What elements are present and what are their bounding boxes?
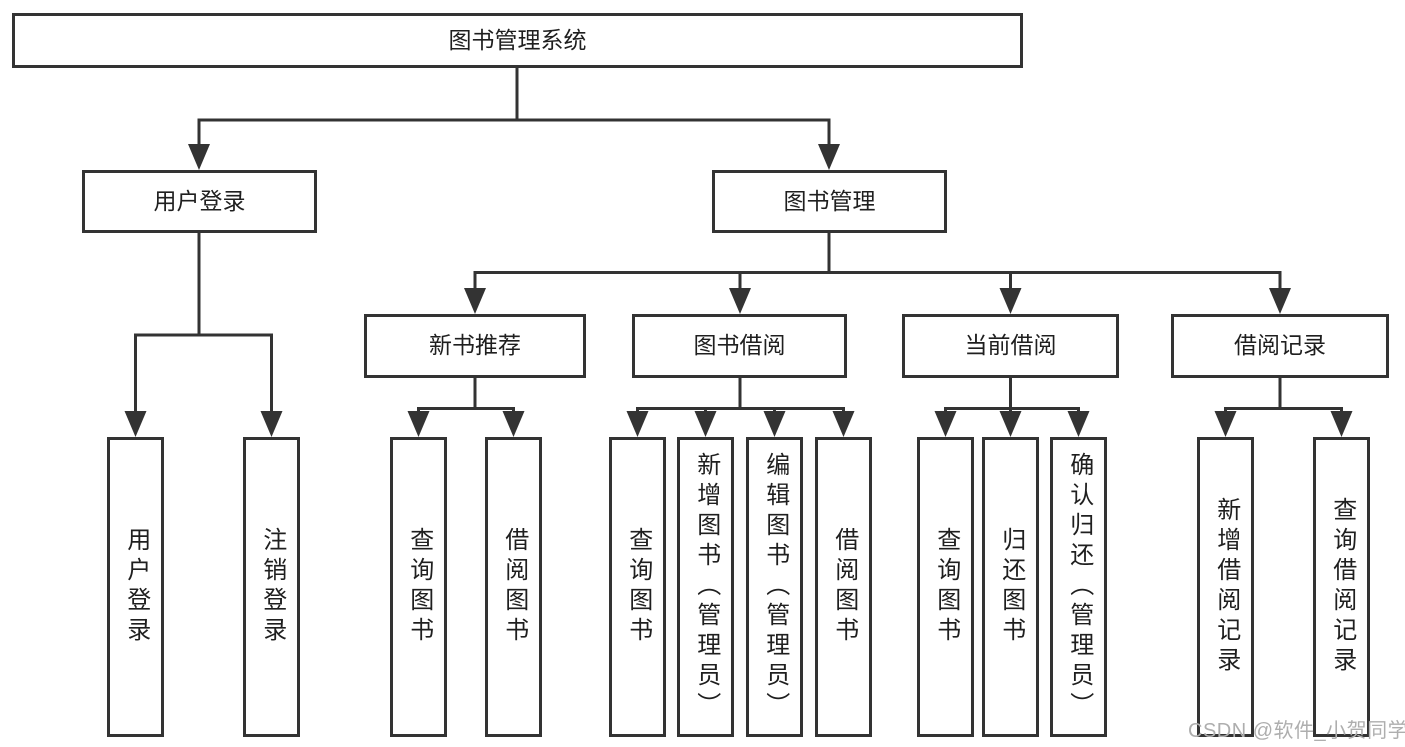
arrowhead — [407, 411, 430, 437]
connector-user-login-leaves — [134, 233, 273, 412]
arrowhead — [464, 288, 486, 314]
arrowhead — [729, 288, 751, 314]
node-borrow-records: 借阅记录 — [1171, 314, 1389, 378]
leaf-user-login: 用户登录 — [107, 437, 164, 737]
arrowhead — [1330, 411, 1353, 437]
arrowhead — [502, 411, 525, 437]
arrowheads-current-borrow-leaves — [934, 411, 1090, 437]
node-user-login: 用户登录 — [82, 170, 317, 233]
arrowhead — [694, 411, 717, 437]
arrowheads-user-login-leaves — [124, 411, 283, 437]
arrowhead — [832, 411, 855, 437]
arrowheads-level2 — [188, 144, 840, 170]
node-book-management: 图书管理 — [712, 170, 947, 233]
leaf-logout: 注销登录 — [243, 437, 300, 737]
leaf-borrow-query-books: 查询图书 — [609, 437, 666, 737]
node-book-borrow: 图书借阅 — [632, 314, 847, 378]
arrowheads-level3 — [464, 288, 1291, 314]
connector-root-to-level2 — [197, 68, 831, 145]
connector-borrow-records-leaves — [1224, 378, 1343, 412]
arrowhead — [999, 411, 1022, 437]
arrowhead — [999, 288, 1022, 314]
csdn-watermark: CSDN @软件_小贺同学 — [1188, 720, 1405, 742]
arrowhead — [763, 411, 786, 437]
node-current-borrow: 当前借阅 — [902, 314, 1119, 378]
connector-book-mgmt-to-level3 — [473, 233, 1282, 289]
arrowhead — [1269, 288, 1291, 314]
arrowhead — [818, 144, 840, 170]
arrowheads-new-book-leaves — [407, 411, 525, 437]
arrowheads-borrow-records-leaves — [1214, 411, 1353, 437]
leaf-borrow-books: 借阅图书 — [815, 437, 872, 737]
leaf-return-books: 归还图书 — [982, 437, 1039, 737]
arrowhead — [1214, 411, 1237, 437]
node-root: 图书管理系统 — [12, 13, 1023, 68]
arrowhead — [626, 411, 649, 437]
leaf-edit-books-admin: 编辑图书（管理员） — [746, 437, 803, 737]
leaf-confirm-return-admin: 确认归还（管理员） — [1050, 437, 1107, 737]
leaf-add-books-admin: 新增图书（管理员） — [677, 437, 734, 737]
arrowheads-book-borrow-leaves — [626, 411, 855, 437]
connector-new-book-leaves — [417, 378, 515, 412]
arrowhead — [124, 411, 147, 437]
connector-current-borrow-leaves — [944, 378, 1080, 412]
leaf-newbook-borrow-books: 借阅图书 — [485, 437, 542, 737]
arrowhead — [188, 144, 210, 170]
leaf-current-query-books: 查询图书 — [917, 437, 974, 737]
node-new-book-recommend: 新书推荐 — [364, 314, 586, 378]
connector-book-borrow-leaves — [636, 378, 845, 412]
leaf-add-borrow-record: 新增借阅记录 — [1197, 437, 1254, 737]
leaf-newbook-query-books: 查询图书 — [390, 437, 447, 737]
arrowhead — [934, 411, 957, 437]
arrowhead — [1067, 411, 1090, 437]
arrowhead — [260, 411, 283, 437]
leaf-query-borrow-record: 查询借阅记录 — [1313, 437, 1370, 737]
